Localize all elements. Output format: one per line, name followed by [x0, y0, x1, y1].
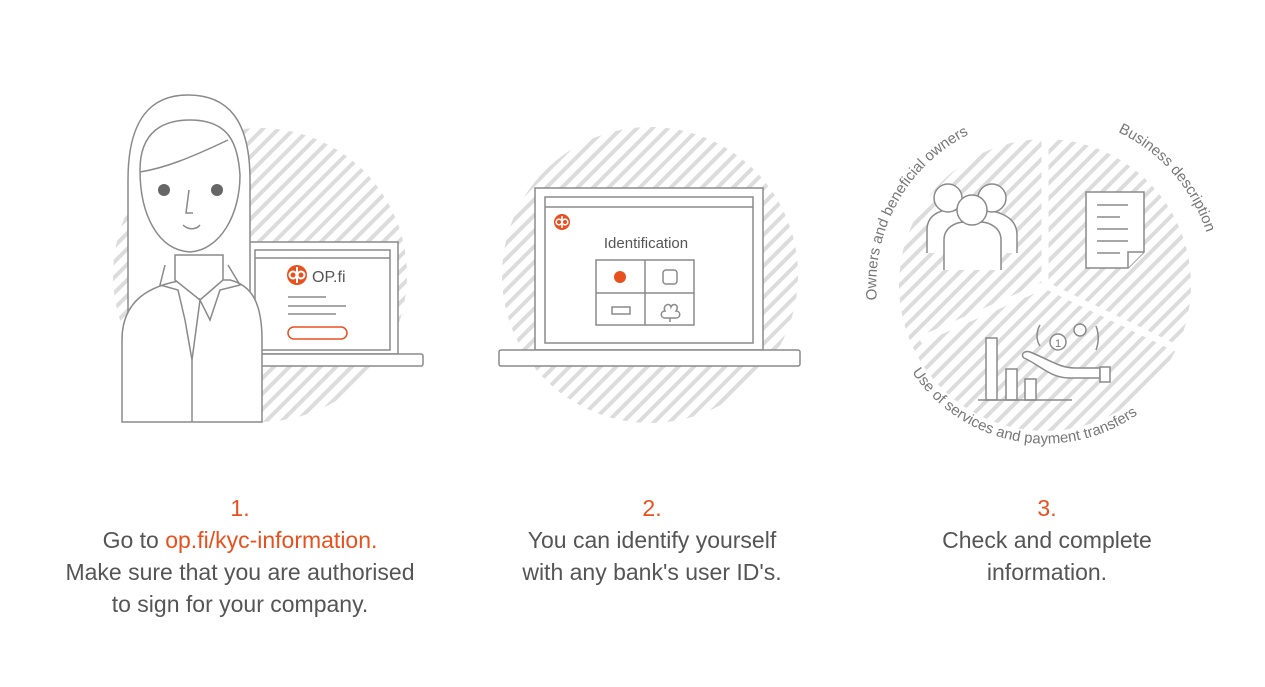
- illustration-information-pie: 1 Owners and beneficial owners Business …: [863, 120, 1218, 447]
- step-number: 1.: [230, 495, 250, 521]
- square-option-icon: [662, 269, 678, 285]
- arrow-down-icon: [1036, 324, 1041, 347]
- bank-options-grid: [595, 259, 695, 326]
- selected-option-dot: [614, 271, 626, 283]
- laptop: [498, 187, 801, 367]
- coin-label: 1: [1055, 338, 1061, 350]
- op-logo-icon: [287, 265, 307, 285]
- step-line: Check and complete: [942, 527, 1152, 553]
- illustration-identification-laptop: Identification: [498, 127, 801, 423]
- coin-icon: [1049, 333, 1067, 351]
- payments-icon: [978, 323, 1111, 401]
- form-lines: [288, 296, 346, 315]
- step-text: Go to: [102, 527, 166, 553]
- step-3: 3. Check and complete information.: [837, 492, 1257, 588]
- pie-dividers: [918, 139, 1182, 354]
- step-line: Make sure that you are authorised: [65, 559, 415, 585]
- kyc-information-link[interactable]: op.fi/kyc-information.: [165, 527, 378, 553]
- step-line: You can identify yourself: [527, 527, 777, 553]
- people-icon: [926, 183, 1018, 270]
- step-1: 1. Go to op.fi/kyc-information. Make sur…: [30, 492, 450, 620]
- step-2: 2. You can identify yourself with any ba…: [442, 492, 862, 588]
- step-line: Go to op.fi/kyc-information.: [30, 524, 450, 556]
- identification-title: Identification: [604, 235, 688, 252]
- step-number: 3.: [1037, 495, 1057, 521]
- card-option-icon: [611, 306, 631, 315]
- laptop: [244, 241, 424, 367]
- op-logo-text: OP.fi: [312, 269, 346, 286]
- step-line: with any bank's user ID's.: [522, 559, 782, 585]
- step-line: to sign for your company.: [111, 591, 369, 617]
- illustration-person-with-laptop: OP.fi: [113, 94, 424, 423]
- login-button-shape: [287, 326, 348, 340]
- person-icon: [121, 94, 263, 423]
- hand-icon: [1021, 350, 1101, 379]
- op-logo-icon: [554, 214, 570, 230]
- step-number: 2.: [642, 495, 662, 521]
- document-icon: [1085, 191, 1145, 269]
- clover-option-icon: [660, 303, 681, 322]
- step-line: information.: [986, 559, 1108, 585]
- eye-icon: [211, 184, 223, 196]
- eye-icon: [158, 184, 170, 196]
- bar-chart-icon: [985, 337, 998, 401]
- arrow-up-icon: [1095, 325, 1099, 351]
